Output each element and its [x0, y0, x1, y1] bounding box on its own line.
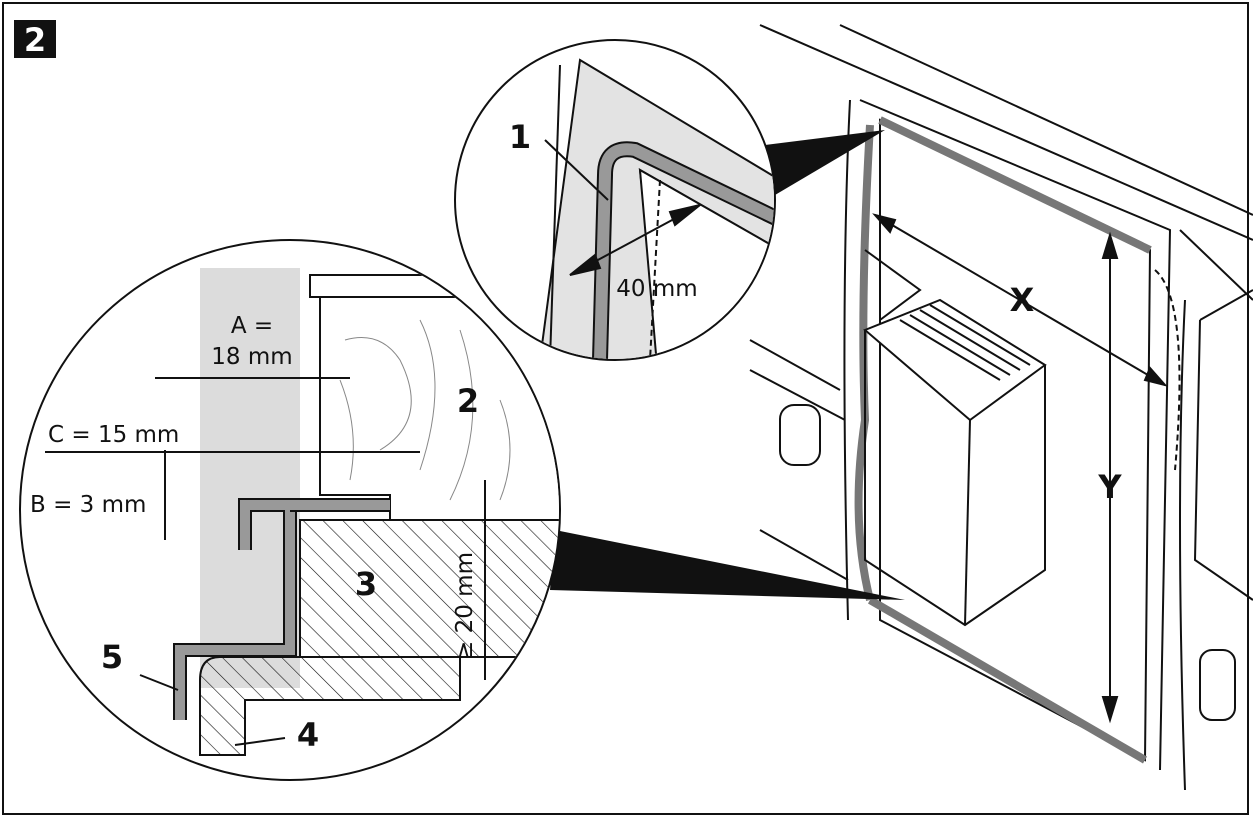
dimension-c-label: C = 15 mm [48, 422, 179, 448]
figure-number-badge: 2 [14, 20, 56, 59]
dimension-lines [872, 213, 1168, 724]
vehicle-side [749, 24, 1253, 791]
callout-2: 2 [457, 382, 479, 420]
callout-3: 3 [355, 565, 377, 603]
dimension-40mm: 40 mm [616, 276, 697, 302]
callout-5: 5 [101, 638, 123, 676]
callout-1: 1 [509, 118, 531, 156]
dimension-a-label: A = [231, 313, 273, 339]
dimension-x-label: X [1010, 281, 1035, 319]
dimension-min-thickness: ≥ 20 mm [452, 552, 478, 660]
detail-pointer-top [765, 130, 885, 195]
detail-circle-top: 1 40 mm [454, 39, 776, 361]
detail-pointer-bottom [550, 530, 905, 600]
dimension-a-value: 18 mm [211, 344, 292, 370]
figure-number: 2 [24, 21, 46, 59]
dimension-b-label: B = 3 mm [30, 492, 146, 518]
detail-circle-bottom: A = 18 mm 2 C = 15 mm B = 3 mm 3 ≥ 20 mm… [19, 239, 561, 781]
callout-4: 4 [297, 716, 319, 754]
dimension-y-label: Y [1097, 468, 1122, 506]
